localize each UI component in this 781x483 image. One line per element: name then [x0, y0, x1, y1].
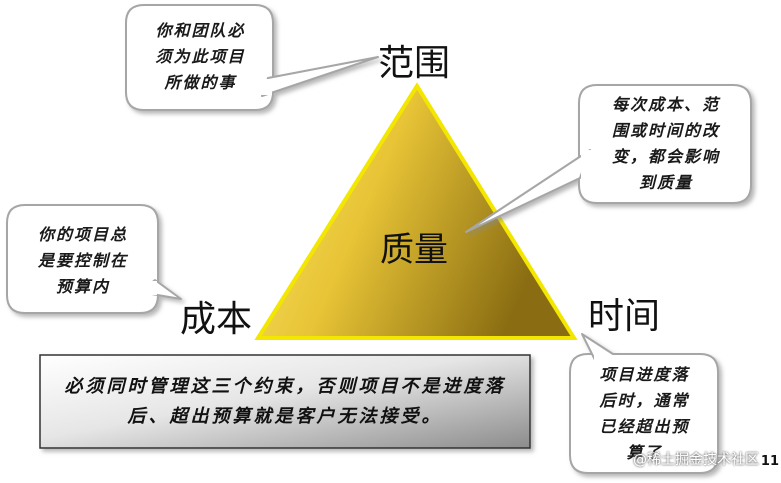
vertex-label-scope: 范围 — [378, 43, 451, 84]
callout-scope — [125, 4, 379, 111]
callout-line: 须为此项目 — [155, 47, 246, 66]
summary-box — [39, 354, 531, 449]
callout-line: 每次成本、范 — [611, 95, 720, 114]
callout-line: 围或时间的改 — [611, 121, 720, 140]
watermark: @稀土掘金技术社区 — [633, 452, 759, 468]
callout-line: 算了 — [626, 443, 663, 462]
callout-time — [569, 333, 719, 474]
callout-scope-text: 你和团队必 须为此项目 所做的事 — [128, 18, 273, 96]
callout-line: 预算内 — [55, 277, 110, 296]
callout-cost-text: 你的项目总 是要控制在 预算内 — [8, 222, 158, 300]
callout-line: 已经超出预 — [599, 417, 690, 436]
quality-triangle — [254, 82, 578, 340]
vertex-label-cost: 成本 — [180, 299, 253, 340]
page-number: 11 — [760, 454, 779, 469]
callout-line: 是要控制在 — [37, 251, 128, 270]
callout-line: 后时，通常 — [599, 391, 690, 410]
callout-time-text: 项目进度落 后时，通常 已经超出预 算了 — [572, 362, 717, 466]
callout-cost — [6, 204, 182, 314]
callout-line: 变，都会影响 — [611, 147, 720, 166]
vertex-label-time: 时间 — [588, 296, 661, 337]
callout-line: 你的项目总 — [37, 225, 128, 244]
callout-line: 你和团队必 — [155, 21, 246, 40]
callout-quality — [465, 84, 752, 233]
callout-quality-text: 每次成本、范 围或时间的改 变，都会影响 到质量 — [582, 92, 750, 196]
callout-line: 到质量 — [638, 173, 693, 192]
callout-line: 项目进度落 — [599, 365, 690, 384]
callout-line: 所做的事 — [164, 73, 237, 92]
summary-text: 必须同时管理这三个约束，否则项目不是进度落后、超出预算就是客户无法接受。 — [64, 375, 506, 427]
center-label-quality: 质量 — [380, 230, 448, 270]
